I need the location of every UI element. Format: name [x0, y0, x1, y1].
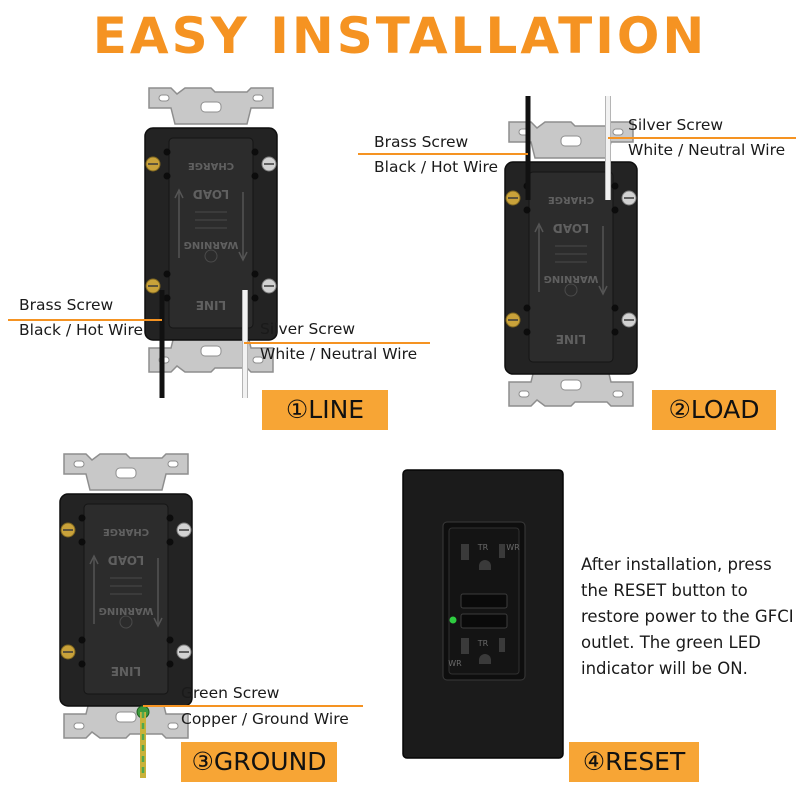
- line-brass-screw-label: Brass Screw: [19, 296, 114, 314]
- svg-text:CHARGE: CHARGE: [188, 160, 234, 171]
- svg-text:CHARGE: CHARGE: [103, 526, 149, 537]
- green-screw-label: Green Screw: [181, 684, 280, 702]
- line-hot-wire-label: Black / Hot Wire: [19, 321, 144, 339]
- line-neutral-wire-label: White / Neutral Wire: [260, 345, 418, 363]
- svg-text:TR: TR: [477, 543, 489, 552]
- ground-load-text: LOAD: [108, 553, 144, 567]
- line-silver-rule: [244, 342, 430, 344]
- ground-line-text: LINE: [111, 664, 141, 678]
- step-reset-badge: ④RESET: [569, 742, 699, 782]
- svg-text:WARNING: WARNING: [184, 239, 239, 250]
- svg-text:LINE: LINE: [196, 298, 226, 312]
- load-load-text: LOAD: [553, 221, 589, 235]
- svg-text:LINE: LINE: [556, 332, 586, 346]
- plate-tr-text-bottom: TR: [477, 639, 489, 648]
- svg-text:WR: WR: [448, 659, 462, 668]
- ground-charge-text: CHARGE: [103, 526, 149, 537]
- ground-warning-text: WARNING: [99, 605, 154, 616]
- svg-text:LOAD: LOAD: [193, 187, 229, 201]
- svg-text:LINE: LINE: [111, 664, 141, 678]
- line-warning-text: WARNING: [184, 239, 239, 250]
- line-silver-screw-label: Silver Screw: [260, 320, 356, 338]
- load-hot-wire-label: Black / Hot Wire: [374, 158, 499, 176]
- ground-wire-label: Copper / Ground Wire: [181, 710, 349, 728]
- svg-text:CHARGE: CHARGE: [548, 194, 594, 205]
- load-silver-screw-label: Silver Screw: [628, 116, 724, 134]
- plate-wr-text-top: WR: [506, 543, 520, 552]
- gfci-wallplate-diagram: [402, 469, 564, 759]
- ground-rule: [143, 705, 363, 707]
- load-charge-text: CHARGE: [548, 194, 594, 205]
- line-brass-rule: [8, 319, 162, 321]
- line-charge-text: CHARGE: [188, 160, 234, 171]
- svg-text:LOAD: LOAD: [108, 553, 144, 567]
- load-neutral-wire-label: White / Neutral Wire: [628, 141, 786, 159]
- outlet-ground-diagram: [59, 453, 193, 739]
- step-load-badge: ②LOAD: [652, 390, 776, 430]
- line-line-text: LINE: [196, 298, 226, 312]
- page-title: EASY INSTALLATION: [92, 7, 708, 65]
- load-brass-rule: [358, 153, 528, 155]
- load-brass-screw-label: Brass Screw: [374, 133, 469, 151]
- load-silver-rule: [608, 137, 796, 139]
- plate-tr-text-top: TR: [477, 543, 489, 552]
- load-line-text: LINE: [556, 332, 586, 346]
- led-indicator-icon: [449, 616, 457, 624]
- step-ground-badge: ③GROUND: [181, 742, 337, 782]
- svg-text:TR: TR: [477, 639, 489, 648]
- step-line-badge: ①LINE: [262, 390, 388, 430]
- svg-text:LOAD: LOAD: [553, 221, 589, 235]
- svg-text:WR: WR: [506, 543, 520, 552]
- load-warning-text: WARNING: [544, 273, 599, 284]
- outlet-line-diagram: [144, 87, 278, 373]
- svg-text:WARNING: WARNING: [99, 605, 154, 616]
- svg-text:WARNING: WARNING: [544, 273, 599, 284]
- reset-instruction-text: After installation, press the RESET butt…: [581, 555, 794, 678]
- outlet-load-diagram: [504, 121, 638, 407]
- line-load-text: LOAD: [193, 187, 229, 201]
- plate-wr-text-bottom: WR: [448, 659, 462, 668]
